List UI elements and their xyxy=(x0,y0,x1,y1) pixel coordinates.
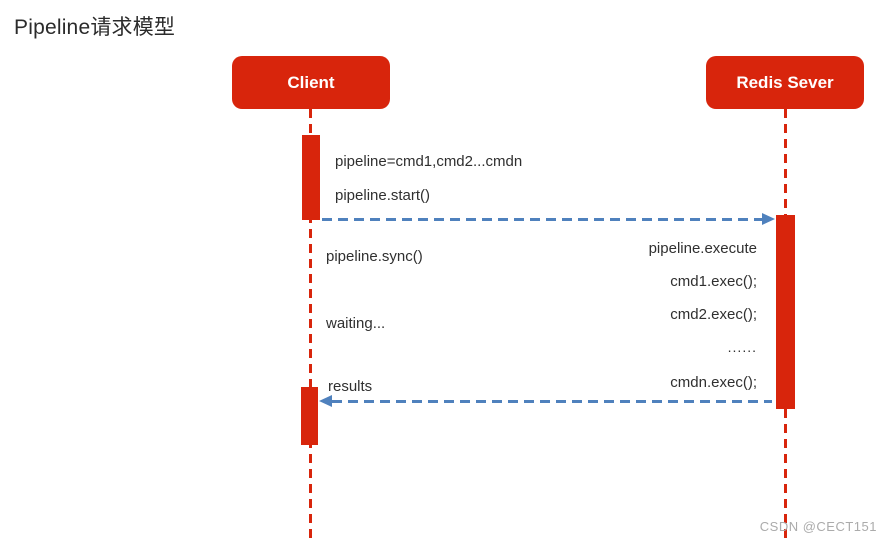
label-pipeline-definition: pipeline=cmd1,cmd2...cmdn xyxy=(335,153,523,170)
label-waiting: waiting... xyxy=(326,315,386,332)
arrow-left-icon xyxy=(319,395,332,407)
label-results: results xyxy=(328,378,373,395)
label-pipeline-sync: pipeline.sync() xyxy=(326,248,423,265)
label-pipeline-start: pipeline.start() xyxy=(335,187,431,204)
request-arrow-line xyxy=(322,218,762,221)
label-cmdn-exec: cmdn.exec(); xyxy=(670,374,757,391)
actor-client-label: Client xyxy=(287,72,335,92)
actor-client-box: Client xyxy=(232,56,390,109)
actor-redis-server-box: Redis Sever xyxy=(706,56,864,109)
response-arrow-line xyxy=(332,400,772,403)
client-lifeline xyxy=(309,109,312,540)
diagram-title: Pipeline请求模型 xyxy=(14,16,176,39)
label-cmd1-exec: cmd1.exec(); xyxy=(670,273,757,290)
label-cmd2-exec: cmd2.exec(); xyxy=(670,306,757,323)
actor-redis-server-label: Redis Sever xyxy=(736,72,834,92)
label-pipeline-execute: pipeline.execute xyxy=(648,240,757,257)
label-ellipsis: ...... xyxy=(727,339,757,355)
arrow-right-icon xyxy=(762,213,775,225)
watermark: CSDN @CECT151 xyxy=(759,519,877,534)
server-activation-bar xyxy=(776,215,795,409)
client-activation-bar-1 xyxy=(302,135,320,220)
client-activation-bar-2 xyxy=(301,387,318,445)
